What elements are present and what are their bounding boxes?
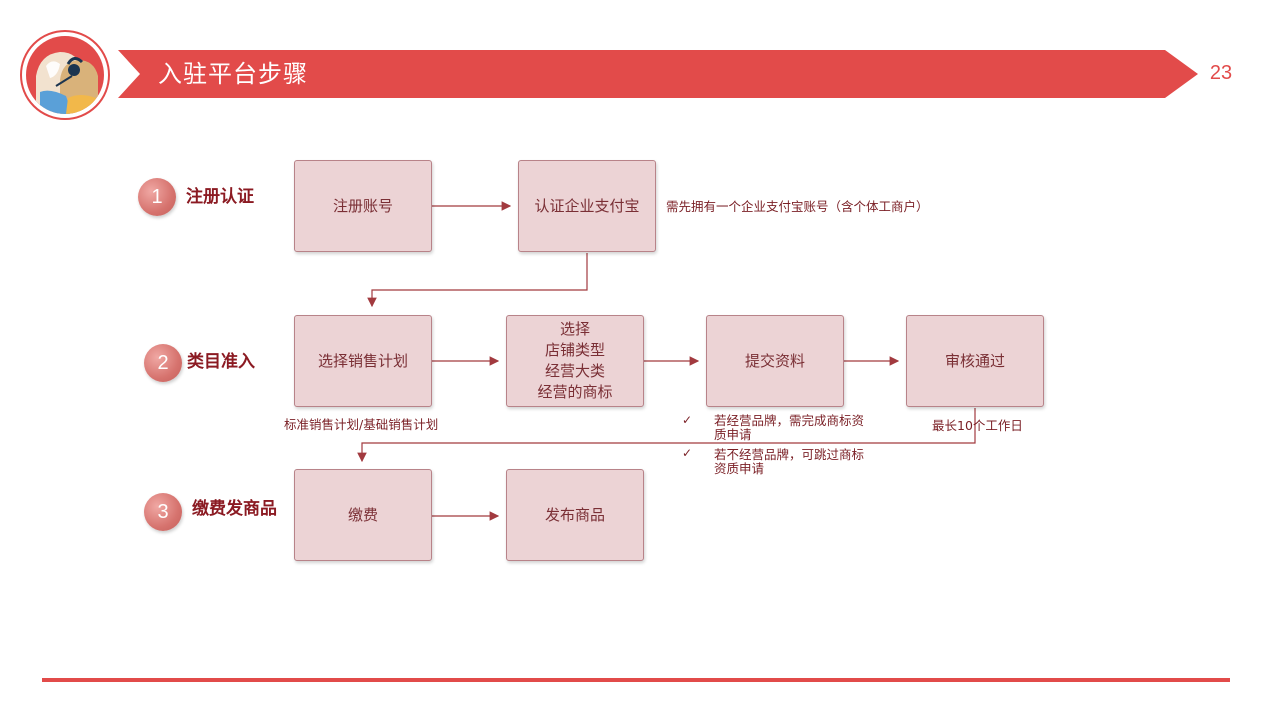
step-2-label: 类目准入 (187, 352, 255, 372)
box-verify-alipay: 认证企业支付宝 (518, 160, 656, 252)
title-banner (118, 50, 1198, 98)
note-alipay-requirement: 需先拥有一个企业支付宝账号（含个体工商户） (666, 199, 929, 214)
note-review-time: 最长10个工作日 (932, 418, 1023, 433)
page-title: 入驻平台步骤 (158, 60, 308, 88)
note-sales-plan-options: 标准销售计划/基础销售计划 (284, 417, 439, 432)
box-register-account: 注册账号 (294, 160, 432, 252)
box-submit-materials: 提交资料 (706, 315, 844, 407)
box-select-sales-plan: 选择销售计划 (294, 315, 432, 407)
page-number: 23 (1209, 62, 1233, 84)
note-brand-2: 若不经营品牌，可跳过商标 资质申请 (714, 447, 865, 476)
step-1-marker: 1 (138, 178, 176, 216)
box-select-store-type: 选择 店铺类型 经营大类 经营的商标 (506, 315, 644, 407)
check-mark-icon: ✓ (682, 446, 693, 460)
box-publish-products: 发布商品 (506, 469, 644, 561)
note-brand-1: 若经营品牌，需完成商标资 质申请 (714, 413, 865, 442)
step-3-label: 缴费发商品 (192, 499, 277, 519)
arrow-review-to-pay (357, 408, 976, 463)
step-2-marker: 2 (144, 344, 182, 382)
arrow-verify-to-sales-plan (367, 253, 588, 308)
bottom-divider (42, 678, 1230, 682)
step-3-marker: 3 (144, 493, 182, 531)
box-pay-fee: 缴费 (294, 469, 432, 561)
step-1-label: 注册认证 (186, 187, 254, 207)
check-mark-icon: ✓ (682, 413, 693, 427)
box-review-passed: 审核通过 (906, 315, 1044, 407)
